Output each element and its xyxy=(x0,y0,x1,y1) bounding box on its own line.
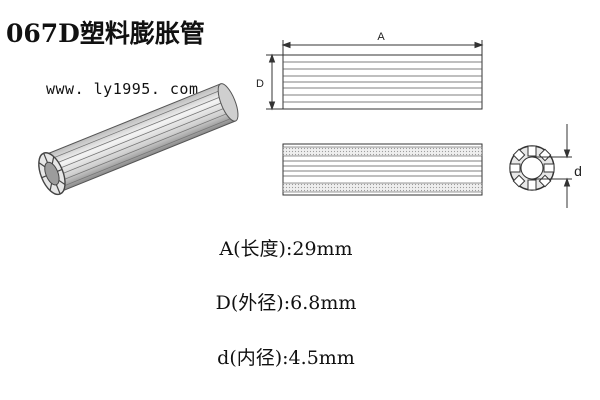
website-url: www. ly1995. com xyxy=(46,80,199,98)
dim-D-label: D xyxy=(256,78,264,90)
spec-inner-diameter: d(内径):4.5mm xyxy=(217,347,355,369)
section-view xyxy=(282,143,483,196)
dim-d-label: d xyxy=(574,163,582,179)
tube-end-face xyxy=(38,152,66,196)
product-title: 067D塑料膨胀管 xyxy=(6,19,205,48)
spec-outer-diameter: D(外径):6.8mm xyxy=(215,292,357,314)
end-view xyxy=(509,124,572,208)
dim-a-label: A xyxy=(377,31,385,43)
product-3d-illustration xyxy=(38,83,239,196)
side-view xyxy=(266,40,484,111)
spec-length: A(长度):29mm xyxy=(219,238,353,260)
